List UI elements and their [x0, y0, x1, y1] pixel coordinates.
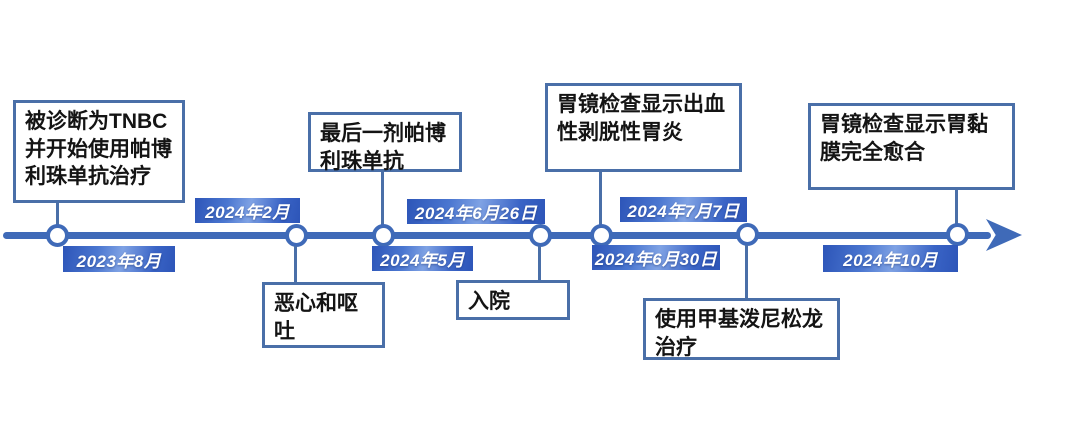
- arrow-right-icon: [986, 219, 1022, 251]
- timeline-axis: [3, 232, 991, 239]
- event-description-box: 恶心和呕吐: [262, 282, 385, 348]
- timeline-node: [529, 224, 552, 247]
- timeline-node: [590, 224, 613, 247]
- connector-stem: [381, 172, 384, 226]
- event-description-box: 胃镜检查显示胃黏 膜完全愈合: [808, 103, 1015, 190]
- event-date-badge: 2024年5月: [372, 246, 473, 271]
- connector-stem: [294, 246, 297, 282]
- event-date-badge: 2024年6月30日: [592, 245, 720, 270]
- connector-stem: [599, 172, 602, 226]
- timeline-node: [372, 224, 395, 247]
- timeline-node: [736, 223, 759, 246]
- event-date-badge: 2024年10月: [823, 245, 958, 272]
- event-date-badge: 2024年2月: [195, 198, 300, 223]
- connector-stem: [56, 203, 59, 228]
- timeline-node: [946, 223, 969, 246]
- event-description-box: 被诊断为TNBC 并开始使用帕博 利珠单抗治疗: [13, 100, 185, 203]
- event-description-box: 最后一剂帕博 利珠单抗: [308, 112, 462, 173]
- event-date-badge: 2023年8月: [63, 246, 175, 272]
- connector-stem: [538, 246, 541, 280]
- connector-stem: [955, 190, 958, 226]
- event-date-badge: 2024年6月26日: [407, 199, 545, 224]
- event-date-badge: 2024年7月7日: [620, 197, 747, 222]
- timeline-node: [46, 224, 69, 247]
- connector-stem: [745, 245, 748, 298]
- timeline-node: [285, 224, 308, 247]
- event-description-box: 入院: [456, 280, 570, 320]
- event-description-box: 使用甲基泼尼松龙 治疗: [643, 298, 840, 360]
- event-description-box: 胃镜检查显示出血 性剥脱性胃炎: [545, 83, 742, 172]
